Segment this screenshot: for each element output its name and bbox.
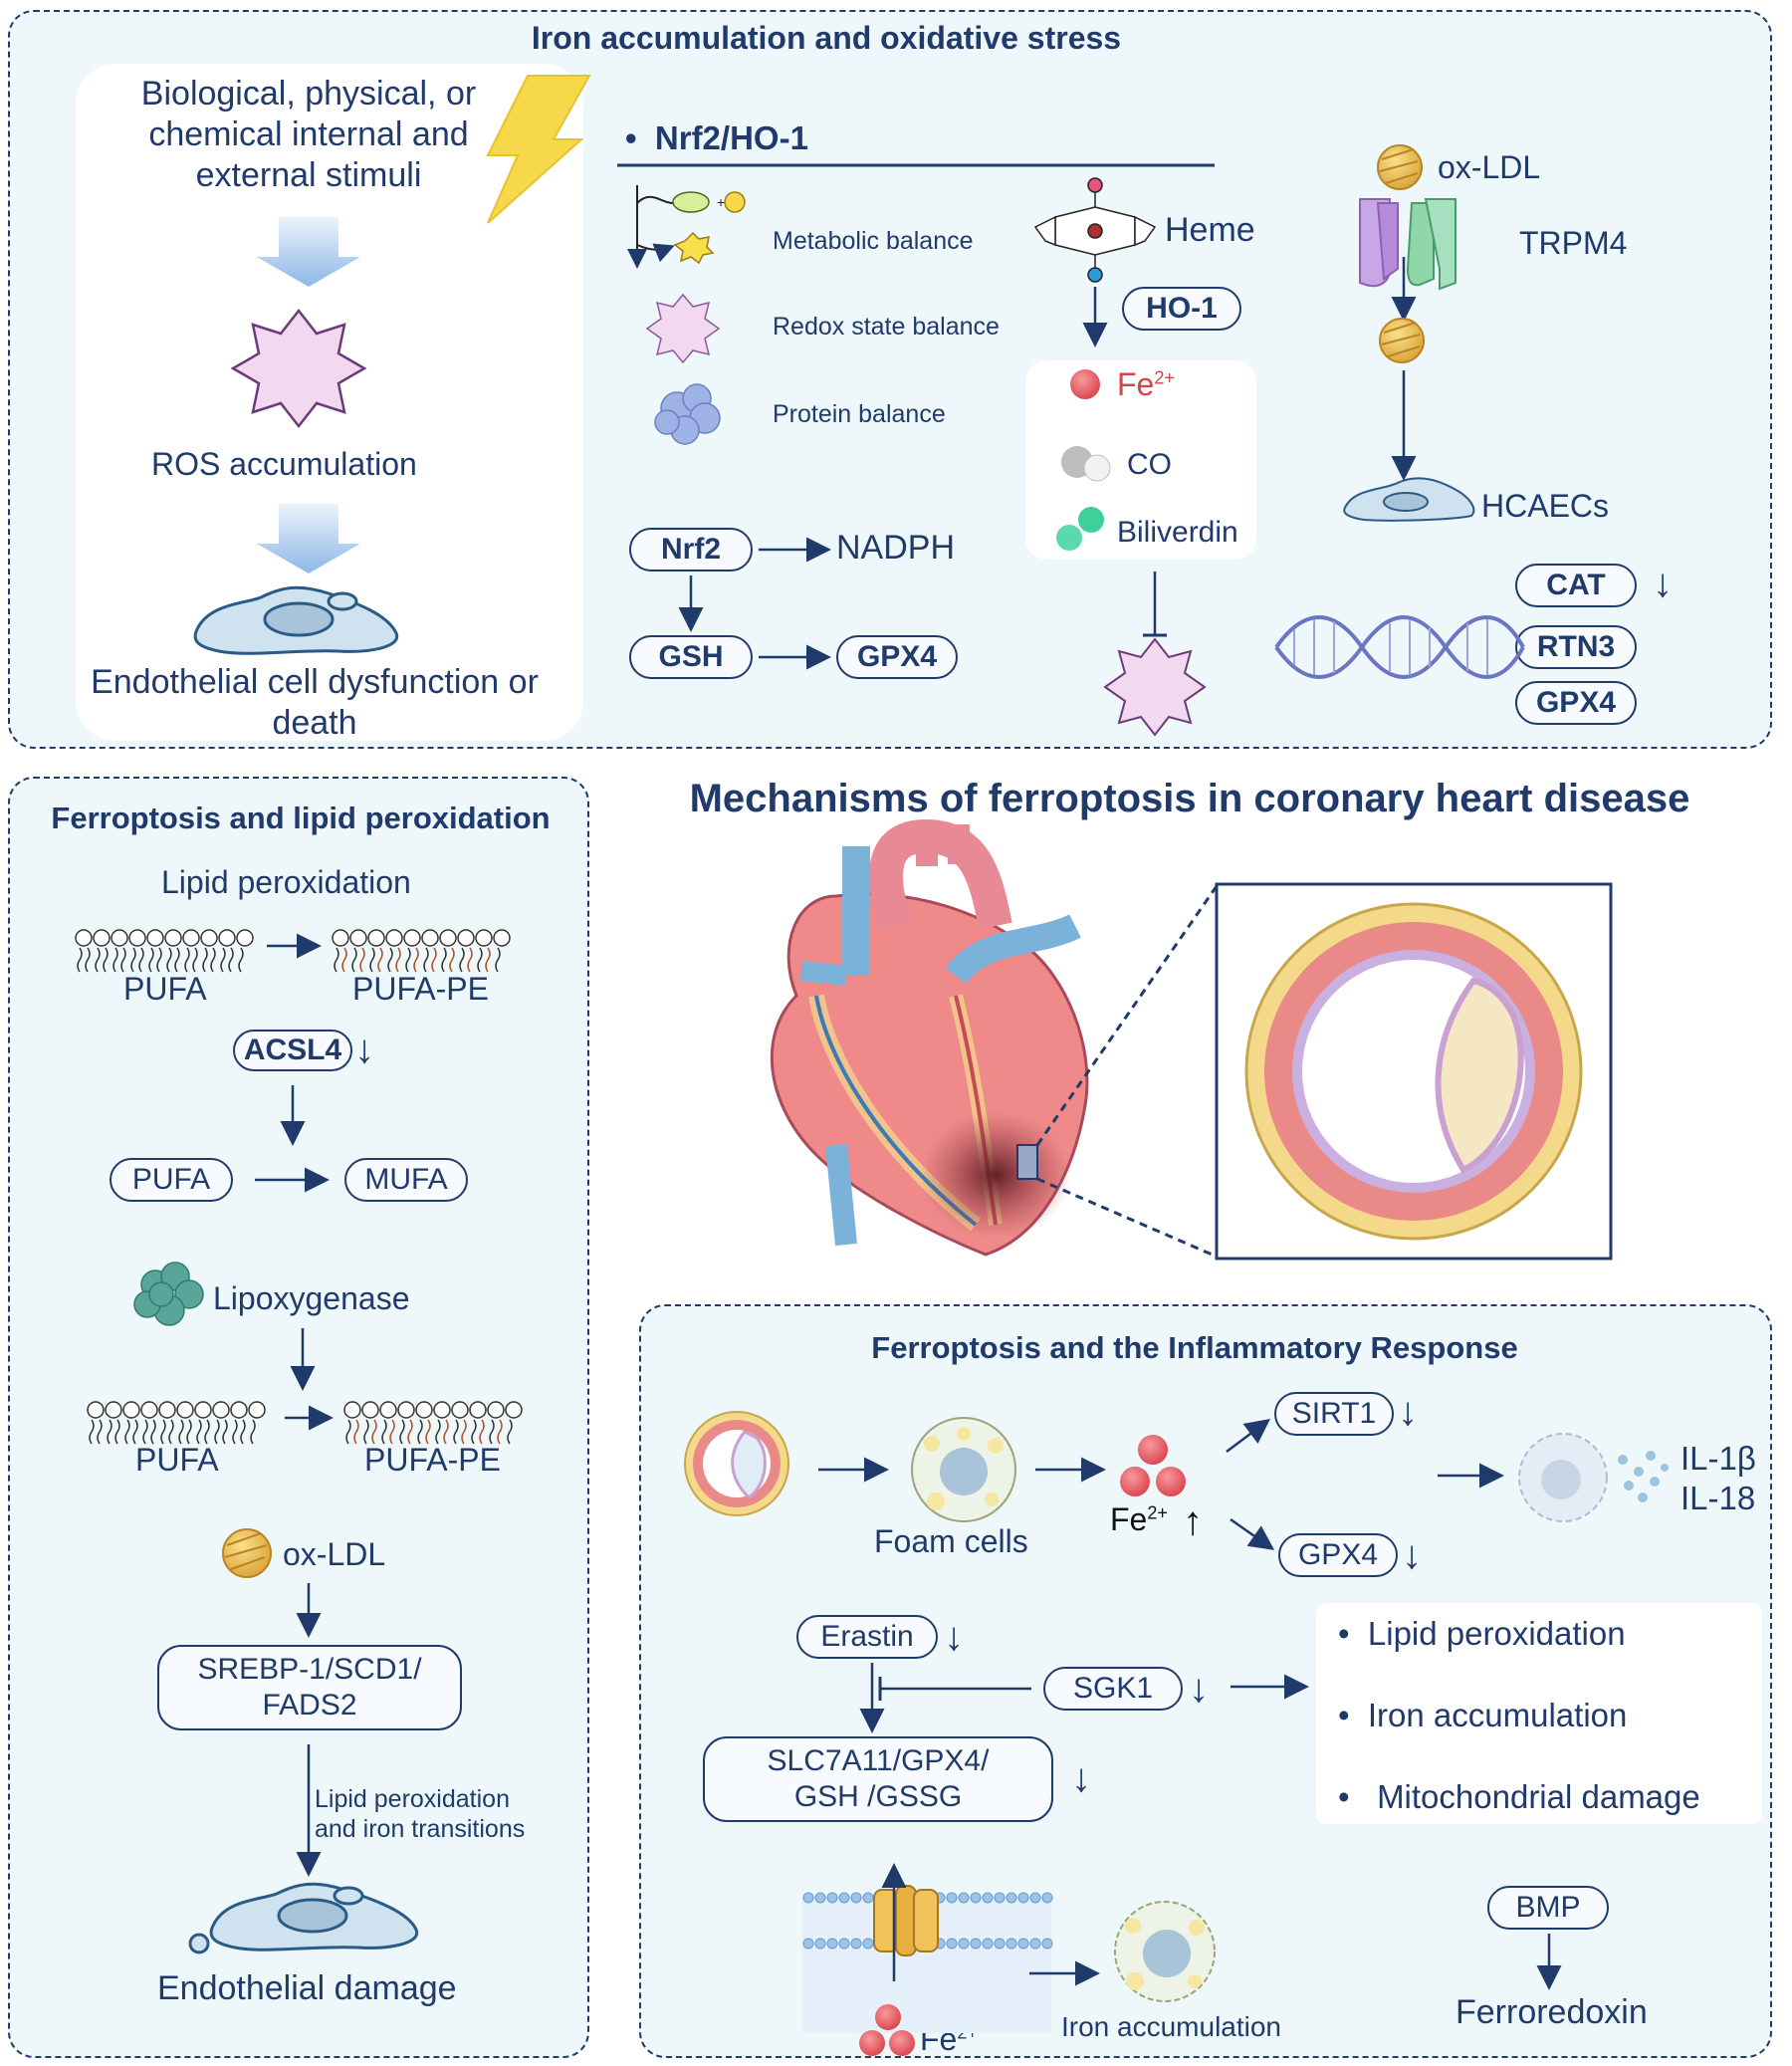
- erastin-pill: Erastin: [796, 1615, 938, 1659]
- artery-cross-section-icon: [1244, 902, 1583, 1241]
- bullet-1: • Lipid peroxidation: [1338, 1615, 1626, 1652]
- atp-label: ATP: [681, 239, 707, 254]
- ferroredoxin-label: Ferroredoxin: [1456, 1993, 1648, 2031]
- pufa1-label: PUFA: [123, 971, 207, 1007]
- oxldl-left-label: ox-LDL: [283, 1536, 386, 1572]
- panel-lipid-title: Ferroptosis and lipid peroxidation: [51, 801, 551, 835]
- fe-sup: 2+: [1154, 367, 1175, 388]
- heart-icon: [770, 818, 1089, 1257]
- fe-text: Fe: [1117, 366, 1155, 402]
- fe-inflam-label: Fe2+: [1110, 1501, 1168, 1538]
- lipoxygenase-label: Lipoxygenase: [213, 1280, 410, 1316]
- transition-label: Lipid peroxidation and iron transitions: [315, 1784, 525, 1844]
- fe2-text: Fe: [920, 2021, 958, 2057]
- panel-iron-title: Iron accumulation and oxidative stress: [531, 20, 1122, 56]
- fe-inflam-sup: 2+: [1147, 1502, 1168, 1523]
- acsl4-pill: ACSL4: [233, 1030, 352, 1071]
- cat-down-arrow: ↓: [1653, 562, 1673, 605]
- redox-balance-label: Redox state balance: [773, 313, 1000, 341]
- il18-label: IL-18: [1680, 1480, 1756, 1516]
- srebp-pill: SREBP-1/SCD1/ FADS2: [157, 1645, 462, 1730]
- transition-line2: and iron transitions: [315, 1815, 526, 1843]
- stimuli-text: Biological, physical, or chemical intern…: [100, 74, 518, 196]
- redox-ros-label: ROS: [665, 317, 702, 336]
- gpx4-pill-top: GPX4: [836, 635, 958, 679]
- fe2-label: Fe2+: [920, 2021, 978, 2058]
- adp-label: ADP: [677, 195, 704, 210]
- pufape1-label: PUFA-PE: [352, 971, 489, 1007]
- gpx4-down-arrow: ↓: [1402, 1533, 1422, 1577]
- fe-up-arrow: ↑: [1183, 1499, 1203, 1543]
- pufape2-label: PUFA-PE: [364, 1442, 501, 1478]
- slc-down-arrow: ↓: [1071, 1756, 1091, 1800]
- fe-label: Fe2+: [1117, 366, 1175, 403]
- stimuli-label: Biological, physical, or chemical intern…: [140, 75, 477, 194]
- panel-lipid-peroxidation: [8, 777, 589, 2058]
- sgk1-down-arrow: ↓: [1189, 1667, 1209, 1711]
- slc-line1: SLC7A11/GPX4/: [767, 1744, 990, 1777]
- foam-cells-label: Foam cells: [874, 1523, 1028, 1559]
- fe2-sup: 2+: [957, 2022, 978, 2043]
- bullet-3-text: Mitochondrial damage: [1377, 1778, 1700, 1815]
- main-title: Mechanisms of ferroptosis in coronary he…: [689, 777, 1690, 820]
- mufa-pill: MUFA: [344, 1158, 468, 1202]
- bullet-3: • Mitochondrial damage: [1338, 1778, 1700, 1815]
- co-label: CO: [1127, 448, 1172, 481]
- metabolic-balance-label: Metabolic balance: [773, 227, 974, 255]
- srebp-line1: SREBP-1/SCD1/: [197, 1653, 422, 1686]
- bullets-box: [1316, 1603, 1762, 1824]
- bullet-2: • Iron accumulation: [1338, 1697, 1628, 1733]
- endo-dysfunction-text: Endothelial cell dysfunction or death: [91, 663, 539, 742]
- iron-accumulation-label: Iron accumulation: [1061, 2011, 1282, 2042]
- oxldl-top-label: ox-LDL: [1438, 149, 1541, 185]
- sirt1-pill: SIRT1: [1274, 1392, 1394, 1436]
- slc-line2: GSH /GSSG: [793, 1780, 963, 1813]
- protein-balance-label: Protein balance: [773, 400, 946, 428]
- ho1-pill: HO-1: [1122, 287, 1241, 331]
- sirt1-down-arrow: ↓: [1398, 1390, 1418, 1434]
- fe-inflam-text: Fe: [1110, 1501, 1148, 1537]
- nrf2-pill: Nrf2: [629, 528, 753, 572]
- gpx4-inflam-pill: GPX4: [1278, 1533, 1398, 1577]
- il1b-label: IL-1β: [1680, 1440, 1756, 1477]
- nadph-label: NADPH: [836, 529, 956, 567]
- bullet-2-text: Iron accumulation: [1367, 1697, 1628, 1733]
- srebp-line2: FADS2: [262, 1689, 357, 1722]
- pufa2-label: PUFA: [135, 1442, 219, 1478]
- biliverdin-label: Biliverdin: [1117, 516, 1238, 549]
- gsh-pill: GSH: [629, 635, 753, 679]
- ros-accumulation-label: ROS accumulation: [151, 446, 417, 482]
- bullet-1-text: Lipid peroxidation: [1367, 1615, 1626, 1652]
- trpm4-label: TRPM4: [1519, 225, 1628, 261]
- lipid-peroxidation-heading: Lipid peroxidation: [161, 864, 411, 900]
- nrf2-ho1-bullet: • Nrf2/HO-1: [625, 119, 808, 156]
- p-label: P: [730, 195, 739, 210]
- fpn-down-arrow: ↓: [968, 1961, 984, 1997]
- bmp-pill: BMP: [1487, 1886, 1609, 1930]
- hcaecs-label: HCAECs: [1481, 488, 1610, 524]
- endothelial-damage-label: Endothelial damage: [157, 1969, 457, 2007]
- transition-line1: Lipid peroxidation: [315, 1785, 510, 1813]
- fpn-label: FPN: [902, 1961, 966, 1997]
- slc-pill: SLC7A11/GPX4/ GSH /GSSG: [703, 1736, 1053, 1822]
- gpx4-pill-right: GPX4: [1515, 681, 1637, 725]
- artery-zoom-box: [1215, 882, 1613, 1261]
- panel-inflam-title: Ferroptosis and the Inflammatory Respons…: [871, 1330, 1518, 1365]
- erastin-down-arrow: ↓: [944, 1615, 964, 1659]
- acsl4-down-arrow: ↓: [354, 1028, 374, 1071]
- endo-dysfunction-label: Endothelial cell dysfunction or death: [86, 662, 544, 744]
- pufa-pill: PUFA: [110, 1158, 233, 1202]
- heme-label: Heme: [1165, 211, 1255, 249]
- ros-star-label: ROS: [261, 354, 331, 390]
- cat-pill: CAT: [1515, 564, 1637, 607]
- nrf2-ho1-header: Nrf2/HO-1: [654, 119, 808, 156]
- sgk1-pill: SGK1: [1043, 1667, 1183, 1711]
- rtn3-pill: RTN3: [1515, 625, 1637, 669]
- ros2-label: ROS: [1128, 665, 1183, 693]
